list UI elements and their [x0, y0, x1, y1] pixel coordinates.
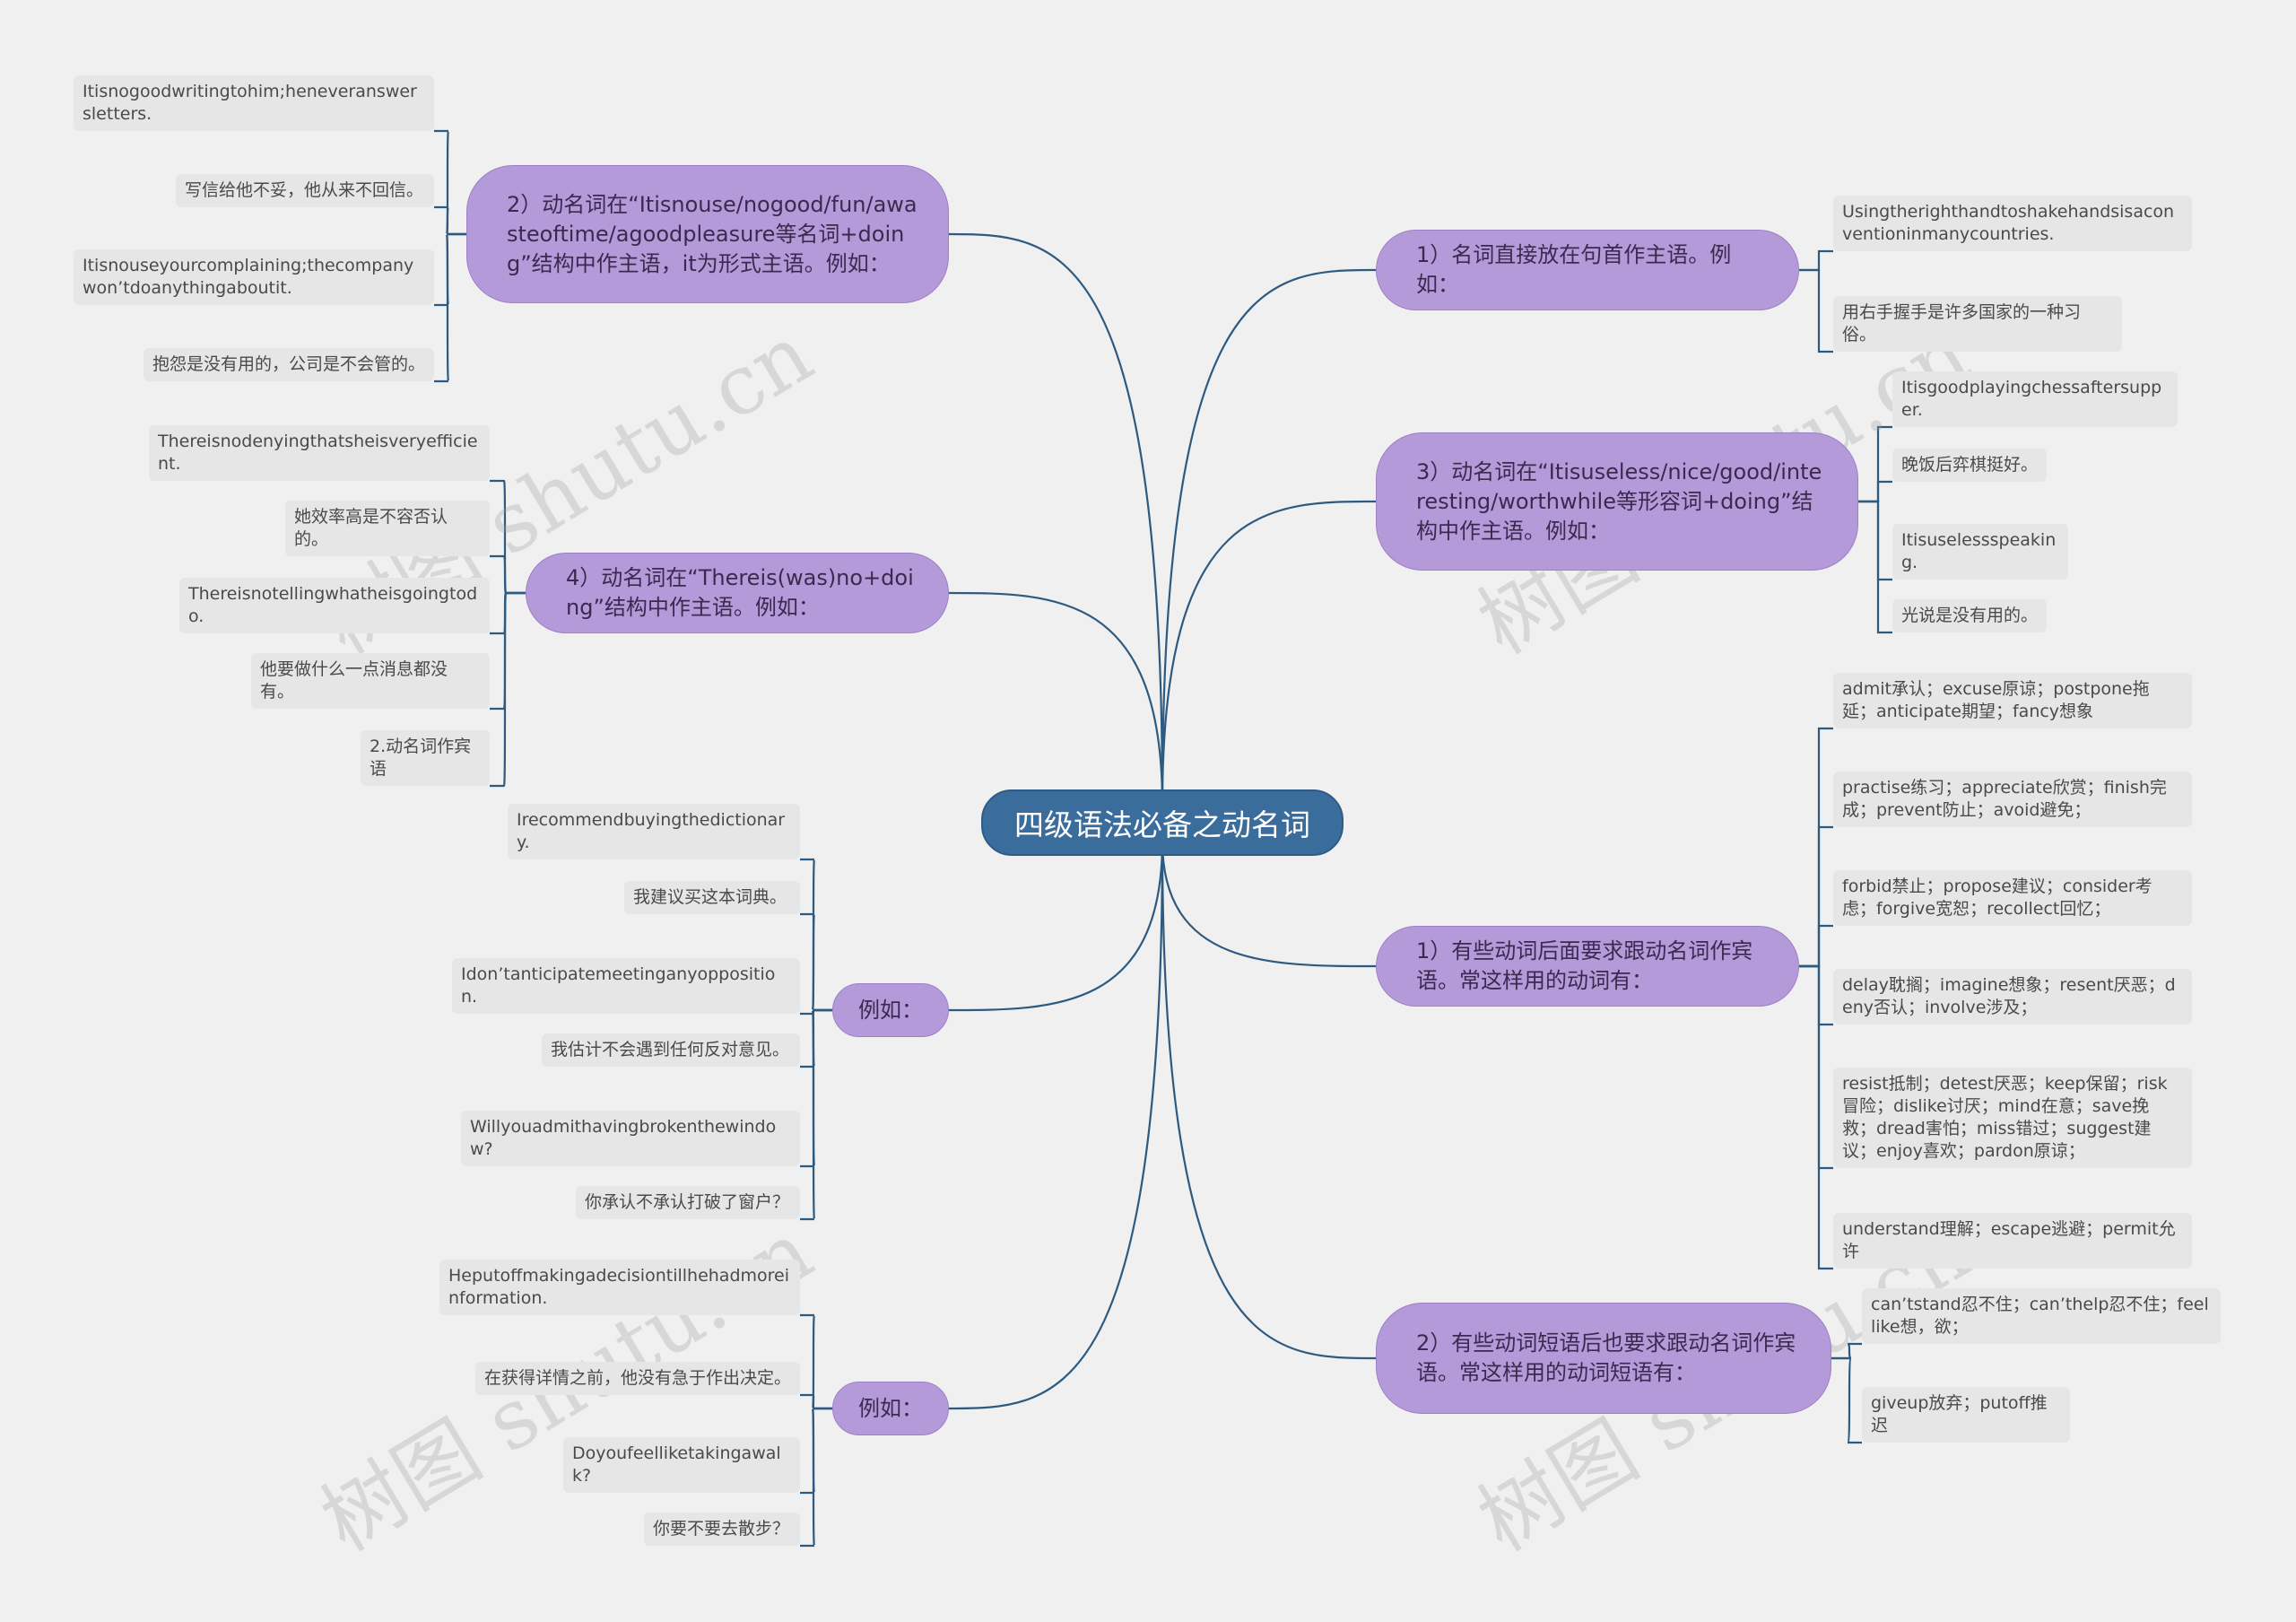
- branch-topic[interactable]: 2）有些动词短语后也要求跟动名词作宾语。常这样用的动词短语有：: [1376, 1303, 1831, 1414]
- branch-leaf-connector: [434, 232, 466, 307]
- branch-leaf-connector: [800, 1008, 832, 1068]
- root-branch-connector: [1161, 500, 1377, 806]
- leaf-item[interactable]: 2.动名词作宾语: [361, 730, 490, 786]
- branch-topic[interactable]: 3）动名词在“Itisuseless/nice/good/interesting…: [1376, 432, 1858, 571]
- branch-leaf-connector: [1799, 964, 1833, 1026]
- branch-leaf-connector: [434, 129, 466, 236]
- branch-leaf-connector: [800, 1008, 832, 1221]
- root-branch-connector: [1161, 840, 1377, 1360]
- leaf-item[interactable]: resist抵制；detest厌恶；keep保留；risk冒险；dislike讨…: [1833, 1068, 2192, 1168]
- leaf-item[interactable]: forbid禁止；propose建议；consider考虑；forgive宽恕；…: [1833, 870, 2192, 926]
- leaf-item[interactable]: giveup放弃；putoff推迟: [1862, 1387, 2070, 1443]
- branch-topic[interactable]: 1）名词直接放在句首作主语。例如：: [1376, 230, 1799, 310]
- leaf-item[interactable]: 我估计不会遇到任何反对意见。: [542, 1033, 800, 1067]
- branch-leaf-connector: [490, 591, 526, 711]
- root-branch-connector: [948, 840, 1164, 1012]
- leaf-item[interactable]: practise练习；appreciate欣赏；finish完成；prevent…: [1833, 772, 2192, 827]
- branch-leaf-connector: [490, 591, 526, 635]
- branch-topic[interactable]: 例如：: [832, 983, 949, 1037]
- branch-topic[interactable]: 1）有些动词后面要求跟动名词作宾语。常这样用的动词有：: [1376, 926, 1799, 1007]
- leaf-item[interactable]: Thereisnodenyingthatsheisveryefficient.: [149, 425, 490, 481]
- leaf-item[interactable]: Idon’tanticipatemeetinganyopposition.: [452, 958, 800, 1014]
- leaf-item[interactable]: Willyouadmithavingbrokenthewindow?: [461, 1111, 800, 1166]
- branch-topic[interactable]: 例如：: [832, 1382, 949, 1435]
- branch-leaf-connector: [1858, 425, 1892, 503]
- leaf-item[interactable]: 你承认不承认打破了窗户？: [576, 1186, 800, 1219]
- leaf-item[interactable]: Doyoufeelliketakingawalk?: [563, 1437, 800, 1493]
- branch-leaf-connector: [490, 479, 526, 595]
- leaf-item[interactable]: can’tstand忍不住；can’thelp忍不住；feellike想，欲；: [1862, 1288, 2221, 1344]
- branch-leaf-connector: [1799, 249, 1833, 272]
- branch-leaf-connector: [800, 912, 832, 1012]
- leaf-item[interactable]: 写信给他不妥，他从来不回信。: [176, 174, 434, 207]
- branch-leaf-connector: [1858, 500, 1892, 581]
- leaf-item[interactable]: 抱怨是没有用的，公司是不会管的。: [144, 348, 434, 381]
- branch-leaf-connector: [800, 858, 832, 1012]
- branch-leaf-connector: [1858, 480, 1892, 503]
- leaf-item[interactable]: Thereisnotellingwhatheisgoingtodo.: [179, 578, 490, 633]
- leaf-item[interactable]: 你要不要去散步？: [644, 1513, 800, 1546]
- branch-leaf-connector: [1799, 268, 1833, 353]
- branch-leaf-connector: [1831, 1356, 1862, 1444]
- root-branch-connector: [1161, 268, 1377, 806]
- branch-leaf-connector: [434, 205, 466, 236]
- branch-leaf-connector: [490, 591, 526, 788]
- branch-topic[interactable]: 2）动名词在“Itisnouse/nogood/fun/awasteoftime…: [466, 165, 949, 303]
- branch-leaf-connector: [434, 232, 466, 383]
- branch-leaf-connector: [490, 554, 526, 595]
- branch-leaf-connector: [1858, 500, 1892, 634]
- branch-leaf-connector: [1831, 1342, 1862, 1360]
- branch-leaf-connector: [1799, 964, 1833, 1170]
- leaf-item[interactable]: admit承认；excuse原谅；postpone拖延；anticipate期望…: [1833, 673, 2192, 728]
- branch-leaf-connector: [1799, 964, 1833, 1270]
- leaf-item[interactable]: Irecommendbuyingthedictionary.: [508, 804, 800, 859]
- leaf-item[interactable]: Itisuselessspeaking.: [1892, 524, 2068, 580]
- leaf-item[interactable]: 晚饭后弈棋挺好。: [1892, 449, 2047, 482]
- leaf-item[interactable]: Itisgoodplayingchessaftersupper.: [1892, 371, 2178, 427]
- root-branch-connector: [1161, 840, 1377, 968]
- leaf-item[interactable]: Heputoffmakingadecisiontillhehadmoreinfo…: [439, 1260, 800, 1315]
- leaf-item[interactable]: 在获得详情之前，他没有急于作出决定。: [475, 1362, 800, 1395]
- leaf-item[interactable]: Itisnouseyourcomplaining;thecompanywon’t…: [74, 249, 434, 305]
- leaf-item[interactable]: delay耽搁；imagine想象；resent厌恶；deny否认；involv…: [1833, 969, 2192, 1025]
- leaf-item[interactable]: Itisnogoodwritingtohim;heneveranswerslet…: [74, 75, 434, 131]
- leaf-item[interactable]: Usingtherighthandtoshakehandsisaconventi…: [1833, 196, 2192, 251]
- branch-topic[interactable]: 4）动名词在“Thereis(was)no+doing”结构中作主语。例如：: [526, 553, 949, 633]
- branch-leaf-connector: [800, 1407, 832, 1495]
- leaf-item[interactable]: 光说是没有用的。: [1892, 599, 2047, 632]
- root-branch-connector: [948, 232, 1164, 806]
- leaf-item[interactable]: understand理解；escape逃避；permit允许: [1833, 1213, 2192, 1269]
- root-branch-connector: [948, 840, 1164, 1410]
- leaf-item[interactable]: 她效率高是不容否认的。: [285, 501, 490, 556]
- root-topic[interactable]: 四级语法必备之动名词: [981, 789, 1344, 856]
- branch-leaf-connector: [1799, 825, 1833, 968]
- leaf-item[interactable]: 用右手握手是许多国家的一种习俗。: [1833, 296, 2122, 352]
- branch-leaf-connector: [800, 1407, 832, 1548]
- root-branch-connector: [948, 591, 1164, 806]
- leaf-item[interactable]: 我建议买这本词典。: [624, 881, 800, 914]
- branch-leaf-connector: [800, 1393, 832, 1410]
- branch-leaf-connector: [1799, 924, 1833, 968]
- leaf-item[interactable]: 他要做什么一点消息都没有。: [251, 653, 490, 709]
- branch-leaf-connector: [800, 1008, 832, 1168]
- branch-leaf-connector: [1799, 727, 1833, 968]
